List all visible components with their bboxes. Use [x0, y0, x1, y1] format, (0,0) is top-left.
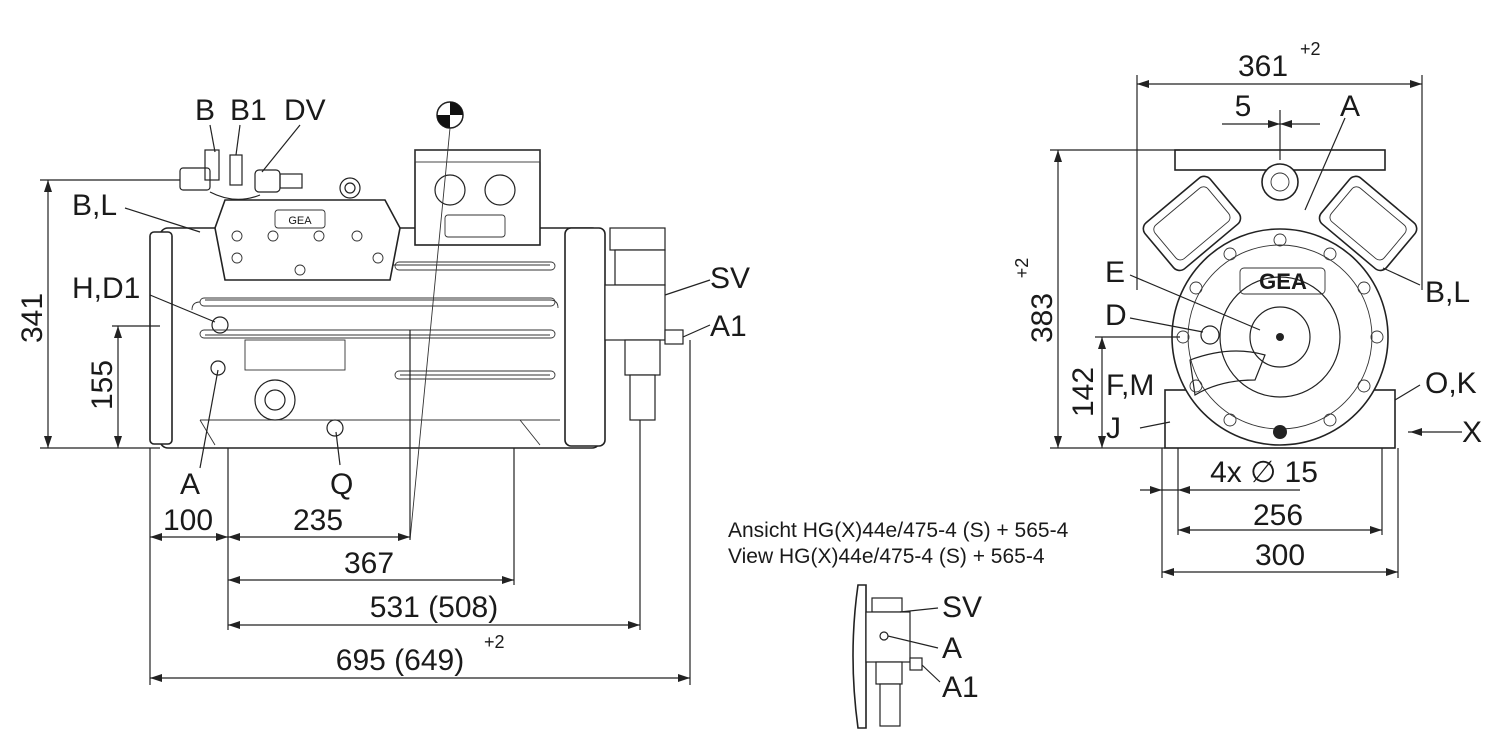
- tol-361: +2: [1300, 39, 1321, 59]
- dim-361: 361: [1238, 50, 1288, 83]
- label-b1: B1: [230, 94, 267, 127]
- caption-line-1: Ansicht HG(X)44e/475-4 (S) + 565-4: [728, 519, 1069, 542]
- cable-gland-2: [484, 174, 516, 206]
- tol-383: +2: [1012, 258, 1032, 279]
- head-badge: [274, 209, 326, 229]
- detail-leaders: [887, 607, 941, 683]
- port-a-left: [210, 360, 226, 376]
- drain-plug: [1273, 425, 1287, 439]
- name-plate: [244, 339, 346, 371]
- label-d: D: [1105, 299, 1127, 332]
- front-bolts: [1176, 233, 1384, 427]
- label-hd1: H,D1: [72, 272, 140, 305]
- terminal-window: [444, 214, 506, 238]
- label-a-detail: A: [942, 632, 962, 665]
- head-logo: GEA: [288, 215, 312, 227]
- oil-pump: [1189, 350, 1266, 396]
- label-e: E: [1105, 256, 1125, 289]
- rib-3: [394, 261, 556, 271]
- label-x: X: [1462, 416, 1482, 449]
- cylinder-bank-right: [1318, 175, 1418, 272]
- tol-695: +2: [484, 632, 505, 652]
- dim-531: 531 (508): [370, 591, 498, 624]
- label-a-right: A: [1340, 90, 1360, 123]
- label-ok: O,K: [1425, 367, 1477, 400]
- port-hd1: [211, 316, 229, 334]
- dim-341: 341: [16, 293, 49, 343]
- dim-142: 142: [1067, 367, 1100, 417]
- dim-383: 383: [1026, 293, 1059, 343]
- dim-300: 300: [1255, 539, 1305, 572]
- label-a1: A1: [710, 310, 747, 343]
- side-dimension-lines: [40, 124, 711, 685]
- detail-flange: [852, 584, 867, 729]
- label-bl-left: B,L: [72, 189, 117, 222]
- side-arrowheads: [44, 180, 690, 682]
- front-logo: GEA: [1259, 269, 1307, 294]
- front-badge: [1239, 267, 1326, 295]
- side-view: GEA: [149, 101, 684, 541]
- cylinder-bank-left: [1142, 175, 1242, 272]
- detail-view: SV A A1: [852, 584, 982, 729]
- head-bolts: [231, 230, 384, 276]
- caption-line-2: View HG(X)44e/475-4 (S) + 565-4: [728, 545, 1045, 568]
- label-a-left: A: [180, 468, 200, 501]
- dim-235: 235: [293, 504, 343, 537]
- dim-367: 367: [344, 547, 394, 580]
- label-b: B: [195, 94, 215, 127]
- label-bl-right: B,L: [1425, 276, 1470, 309]
- label-a1-detail: A1: [942, 671, 979, 704]
- oil-sight-glass-inner: [264, 389, 286, 411]
- rib-2: [199, 329, 556, 339]
- front-arrowheads: [1054, 80, 1422, 576]
- suction-port-top: [1261, 163, 1299, 201]
- label-sv: SV: [710, 262, 750, 295]
- rib-4: [394, 370, 556, 380]
- front-dimension-lines: [1050, 75, 1462, 578]
- suction-port-inner: [1270, 172, 1290, 192]
- port-d: [1200, 325, 1220, 345]
- left-flange: [149, 231, 173, 445]
- label-j: J: [1106, 412, 1121, 445]
- end-cover: [564, 227, 606, 447]
- front-view: GEA: [1142, 149, 1418, 449]
- shaft-centre: [1276, 333, 1284, 341]
- label-q: Q: [330, 468, 353, 501]
- service-valve-sv: [604, 227, 684, 421]
- label-sv-detail: SV: [942, 591, 982, 624]
- cooling-ribs: [191, 264, 559, 376]
- centre-of-gravity-icon: [409, 101, 464, 541]
- dim-100: 100: [163, 504, 213, 537]
- detail-valve: [865, 597, 923, 727]
- dim-4x15: 4x ∅ 15: [1210, 456, 1318, 489]
- dim-695: 695 (649): [336, 644, 464, 677]
- label-fm: F,M: [1106, 369, 1154, 402]
- rib-1: [199, 297, 556, 307]
- feet: [199, 419, 560, 446]
- bearing-cover-centre: [1219, 276, 1341, 398]
- dim-256: 256: [1253, 499, 1303, 532]
- dim-155: 155: [86, 360, 119, 410]
- terminal-lid: [414, 149, 541, 163]
- dim-5: 5: [1235, 90, 1252, 123]
- cable-gland-1: [434, 174, 466, 206]
- suction-fittings: [179, 149, 361, 200]
- shaft-seal: [1249, 306, 1311, 368]
- cylinder-head: [214, 199, 401, 281]
- label-dv: DV: [284, 94, 326, 127]
- terminal-box: [414, 149, 541, 246]
